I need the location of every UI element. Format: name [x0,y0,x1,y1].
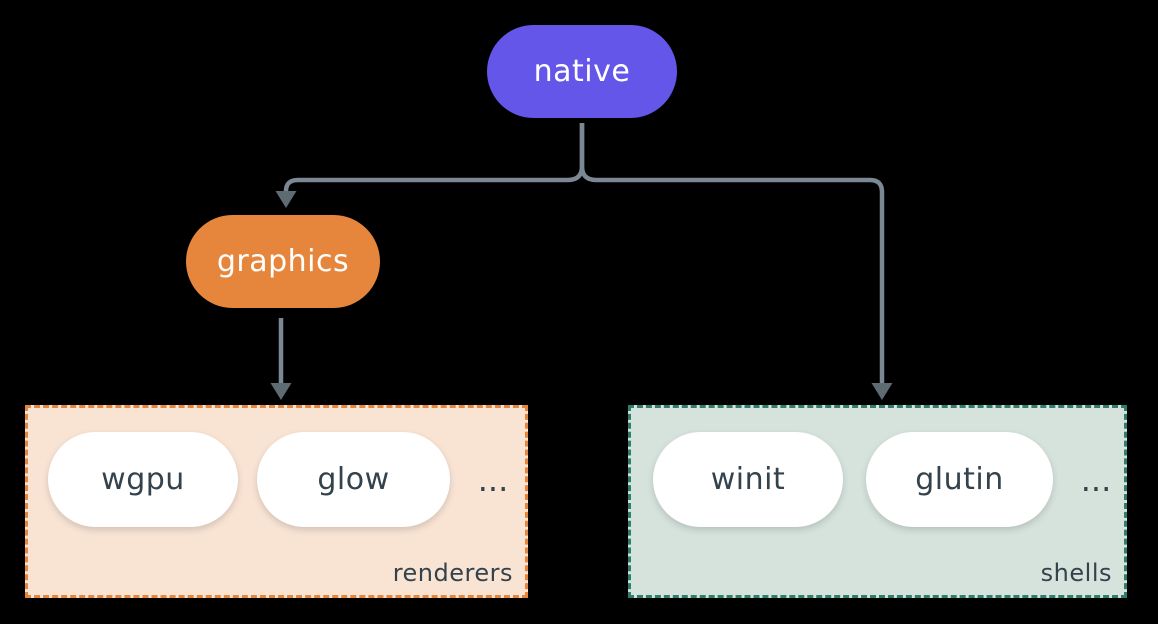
edge-native-to-shells [579,123,885,384]
node-wgpu-label: wgpu [101,462,185,497]
renderers-ellipsis: ... [477,460,509,499]
node-glow: glow [257,432,450,527]
arrowhead-to-shells-icon [871,383,893,400]
node-graphics-label: graphics [216,244,350,279]
group-renderers: wgpu glow ... renderers [25,405,528,598]
node-winit: winit [653,432,843,527]
shells-ellipsis: ... [1080,460,1112,499]
node-wgpu: wgpu [48,432,238,527]
arrowhead-to-graphics-icon [275,191,297,208]
group-shells-label: shells [1040,559,1112,587]
node-glow-label: glow [317,462,390,497]
node-graphics: graphics [186,215,380,308]
node-native: native [487,25,677,118]
node-glutin-label: glutin [915,462,1004,497]
group-shells: winit glutin ... shells [628,405,1127,598]
arrowhead-to-renderers-icon [270,383,292,400]
node-winit-label: winit [710,462,786,497]
edge-native-to-graphics [283,123,585,194]
node-native-label: native [533,54,631,89]
group-renderers-label: renderers [392,559,513,587]
node-glutin: glutin [866,432,1053,527]
